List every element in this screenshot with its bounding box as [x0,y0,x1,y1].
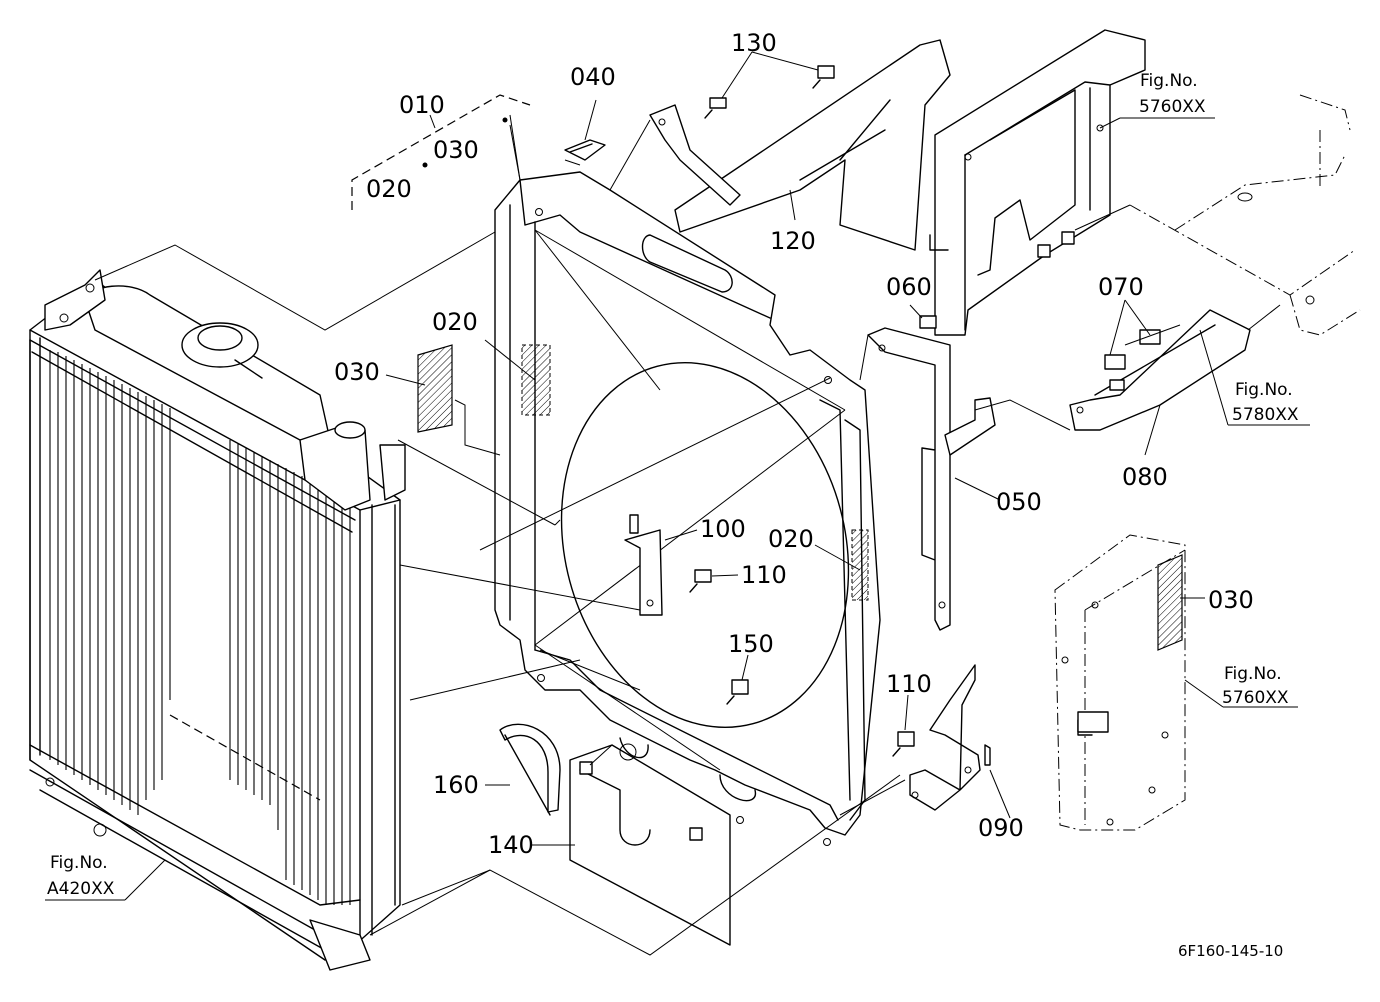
drawing-code: 6F160-145-10 [1178,942,1283,960]
figref-middle-right-label: Fig.No. [1235,380,1293,400]
callout-160: 160 [433,771,479,799]
bolt-070-a [1139,329,1161,345]
group-dot-030 [422,162,428,168]
clip-040 [564,139,606,161]
plate-140 [569,743,731,946]
bracket-100 [624,514,663,616]
callout-040: 040 [570,63,616,91]
seal-020-right [851,529,869,601]
seal-020-left [521,344,551,416]
bolt-110-center [689,569,712,593]
callout-050: 050 [996,488,1042,516]
callout-leaders [45,51,1310,901]
callout-020-left: 020 [432,308,478,336]
callout-030-group: 030 [433,136,479,164]
callout-070: 070 [1098,273,1144,301]
figref-bottom-left-number: A420XX [47,879,115,899]
figref-lower-right-label: Fig.No. [1224,664,1282,684]
plate-120 [674,39,951,251]
bracket-130 [649,104,741,206]
callout-120: 120 [770,227,816,255]
panel-lower-right [1054,534,1186,831]
seal-030-left [417,344,453,433]
callout-020-group: 020 [366,175,412,203]
callout-030-right: 030 [1208,586,1254,614]
frame-far-right [1129,94,1361,336]
callout-060: 060 [886,273,932,301]
bracket-080 [1069,309,1251,431]
bolt-110-lower [892,731,915,757]
radiator [29,269,406,971]
bolt-150 [726,679,749,705]
figref-top-right-label: Fig.No. [1140,71,1198,91]
callout-140: 140 [488,831,534,859]
callout-020-right: 020 [768,525,814,553]
figref-middle-right-number: 5780XX [1232,405,1299,425]
rubber-160 [499,723,561,816]
assembly-lines [94,94,1281,956]
bolt-130-a [704,97,727,119]
bracket-090 [909,664,991,811]
figref-top-right-number: 5760XX [1139,97,1206,117]
callout-110-center: 110 [741,561,787,589]
nut-070 [1109,379,1125,391]
callout-030-left: 030 [334,358,380,386]
callout-010: 010 [399,91,445,119]
group-dot-010 [502,117,508,123]
bolt-070-b [1104,354,1126,370]
bolt-060 [919,315,937,329]
callout-100: 100 [700,515,746,543]
figref-bottom-left-label: Fig.No. [50,853,108,873]
callout-080: 080 [1122,463,1168,491]
callout-090: 090 [978,814,1024,842]
figref-lower-right-number: 5760XX [1222,688,1289,708]
bracket-050 [867,327,996,631]
frame-upper-right [929,29,1146,336]
bolt-130-b [812,65,835,89]
callout-150: 150 [728,630,774,658]
seal-030-right [1157,554,1183,651]
radiator-fins [49,350,351,905]
fan-shroud [494,171,881,846]
callout-130: 130 [731,29,777,57]
callout-110-lower: 110 [886,670,932,698]
